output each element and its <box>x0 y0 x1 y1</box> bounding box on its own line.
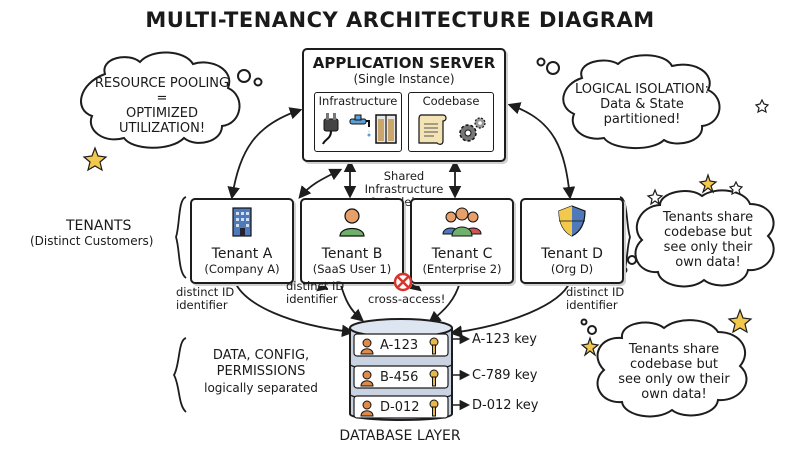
diagram-title: MULTI-TENANCY ARCHITECTURE DIAGRAM <box>145 8 655 32</box>
db-row-boxes <box>353 333 449 419</box>
distinct-id-label-right: distinct ID identifier <box>566 285 625 312</box>
db-key-label: C-789 key <box>472 368 538 383</box>
tenants-left-brace <box>175 196 187 279</box>
plug-icon <box>322 113 339 145</box>
data-config-brace <box>172 337 187 413</box>
tenant-name: Tenant C <box>431 246 493 262</box>
cross-access-label: cross-access! <box>368 292 446 306</box>
tenant-b-box: Tenant B (SaaS User 1) <box>300 198 404 284</box>
codebase-label: Codebase <box>422 94 480 108</box>
share-codebase-cloud-bottom: Tenants share codebase but see only ow t… <box>618 342 730 402</box>
cloud-right-mid-shape <box>620 189 775 288</box>
arrow-tenant-a-db <box>234 281 355 338</box>
elevator-icon <box>375 114 397 144</box>
infrastructure-panel: Infrastructure <box>314 92 402 152</box>
key-icon <box>429 337 439 355</box>
db-row: D-012 <box>356 398 446 418</box>
tenant-sub: (Enterprise 2) <box>422 262 502 276</box>
arrow-server-tenant-b <box>298 168 343 199</box>
tenant-name: Tenant D <box>541 246 603 262</box>
tenant-name: Tenant B <box>321 246 383 262</box>
cloud-right-top-shape <box>536 54 721 150</box>
user-icon <box>360 400 374 417</box>
db-row-id: D-012 <box>380 400 420 415</box>
cloud-left-shape <box>80 51 263 149</box>
user-icon <box>360 338 374 355</box>
tenant-sub: (Org D) <box>550 262 594 276</box>
tenant-a-box: Tenant A (Company A) <box>190 198 294 284</box>
db-key-label: D-012 key <box>472 398 539 413</box>
logical-isolation-cloud: LOGICAL ISOLATION: Data & State partitio… <box>574 82 710 127</box>
forbidden-icon <box>393 272 413 292</box>
tenant-d-box: Tenant D (Org D) <box>520 198 624 284</box>
db-row: A-123 <box>356 336 446 356</box>
data-config-label: DATA, CONFIG, PERMISSIONS logically sepa… <box>204 348 318 395</box>
user-icon <box>360 370 374 387</box>
application-server-box: APPLICATION SERVER (Single Instance) Inf… <box>302 48 506 162</box>
db-key-label: A-123 key <box>472 332 537 347</box>
group-icon <box>442 207 482 237</box>
key-icon <box>429 399 439 417</box>
share-codebase-cloud: Tenants share codebase but see only thei… <box>662 210 754 270</box>
star-decoration <box>82 98 770 357</box>
key-icon <box>429 369 439 387</box>
db-row-id: B-456 <box>380 370 419 385</box>
tenant-c-box: Tenant C (Enterprise 2) <box>410 198 514 284</box>
distinct-id-label-left: distinct ID identifier <box>176 285 235 312</box>
distinct-id-label-center: distinct ID identifier <box>286 279 345 306</box>
building-icon <box>232 207 252 237</box>
faucet-icon <box>349 114 371 137</box>
tenant-sub: (Company A) <box>204 262 280 276</box>
db-row-id: A-123 <box>380 338 419 353</box>
arrow-server-tenant-d <box>507 102 576 200</box>
tenant-sub: (SaaS User 1) <box>312 262 392 276</box>
gears-icon <box>459 117 486 142</box>
arrow-server-tenant-a <box>227 107 303 200</box>
codebase-panel: Codebase <box>408 92 494 152</box>
resource-pooling-cloud: RESOURCE POOLING = OPTIMIZED UTILIZATION… <box>94 76 230 136</box>
server-subtitle: (Single Instance) <box>353 72 455 86</box>
shield-icon <box>558 205 586 237</box>
db-row: B-456 <box>356 368 446 388</box>
user-icon <box>339 208 365 237</box>
cloud-right-bottom-shape <box>580 318 748 418</box>
arrow-tenant-c-db <box>428 281 461 324</box>
database-layer-label: DATABASE LAYER <box>339 428 461 444</box>
database-cylinder <box>349 318 453 421</box>
tenant-name: Tenant A <box>211 246 273 262</box>
tenants-label: TENANTS (Distinct Customers) <box>30 218 154 248</box>
arrow-tenant-d-db <box>449 281 571 338</box>
server-title: APPLICATION SERVER <box>312 54 496 72</box>
scroll-icon <box>418 114 447 145</box>
infrastructure-label: Infrastructure <box>318 94 398 108</box>
